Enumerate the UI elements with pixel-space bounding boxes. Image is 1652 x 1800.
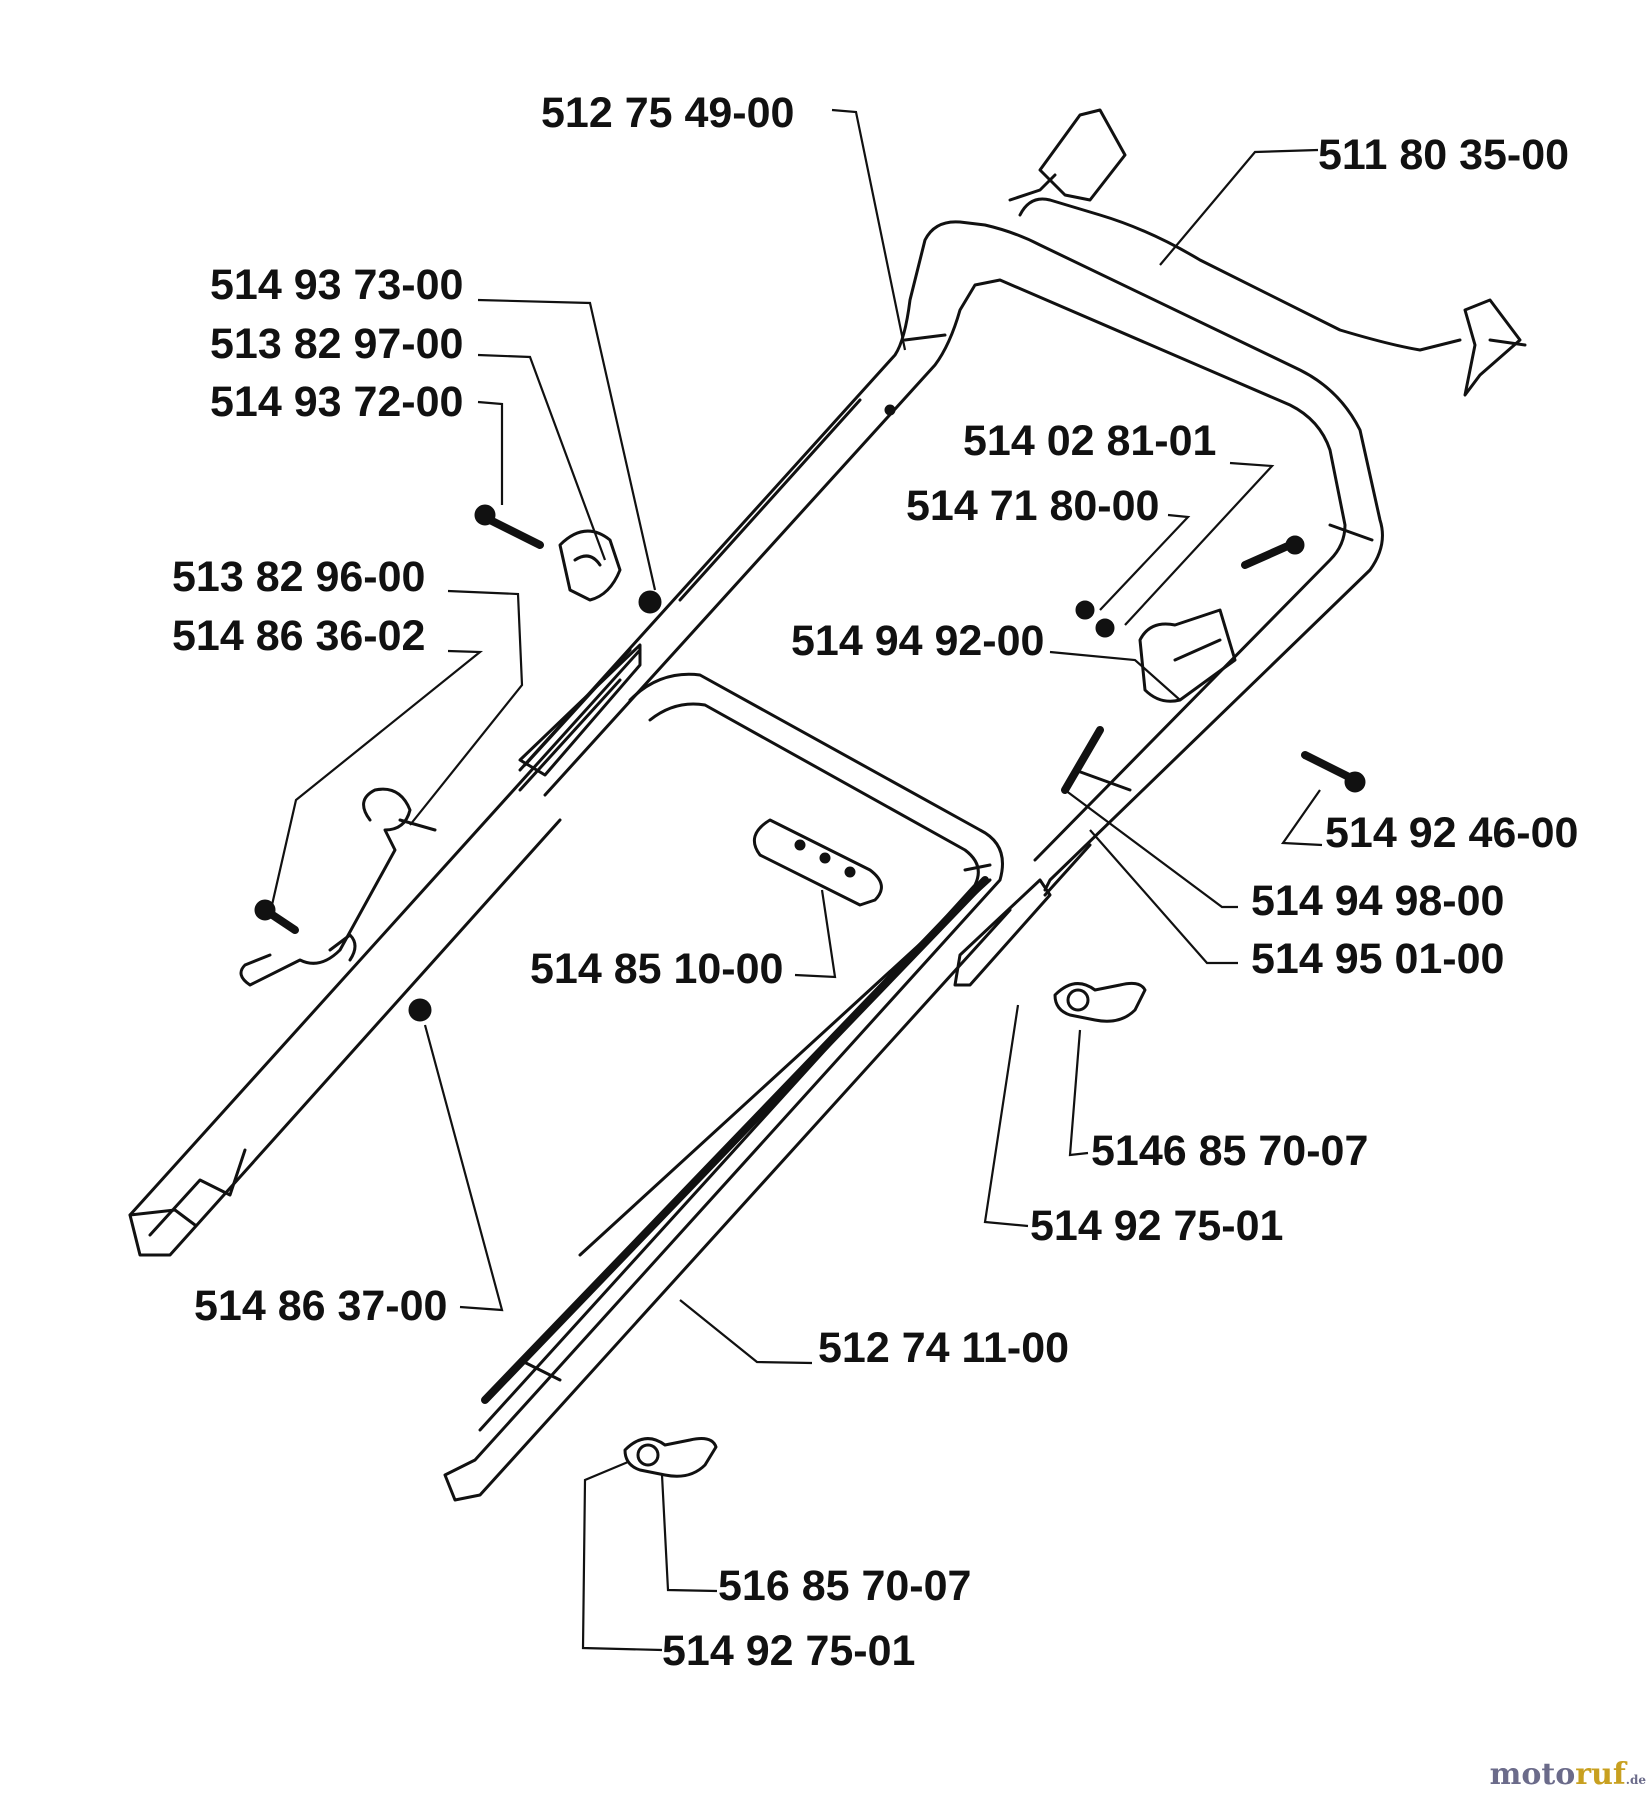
- watermark-logo: motoruf.de: [1490, 1757, 1646, 1792]
- part-label: 514 86 36-02: [172, 612, 426, 660]
- part-label: 5146 85 70-07: [1091, 1127, 1369, 1175]
- wing-nut-right: [1053, 981, 1147, 1023]
- part-label: 514 92 46-00: [1325, 809, 1579, 857]
- part-label: 514 86 37-00: [194, 1282, 448, 1330]
- part-label: 514 02 81-01: [963, 417, 1217, 465]
- right-lever-bracket: [1061, 535, 1366, 794]
- watermark-part2: ruf: [1575, 1757, 1626, 1792]
- part-label: 514 85 10-00: [530, 945, 784, 993]
- upper-handle: [518, 220, 1384, 892]
- watermark-part1: moto: [1489, 1757, 1576, 1792]
- lower-handle-left: [128, 643, 642, 1257]
- part-label: 511 80 35-00: [1318, 131, 1570, 179]
- part-label: 516 85 70-07: [718, 1562, 972, 1610]
- part-label: 514 95 01-00: [1251, 935, 1505, 983]
- cable-assembly: [1008, 108, 1527, 397]
- lower-handle-right: [443, 672, 1092, 1502]
- wing-nut-bottom: [623, 1437, 718, 1478]
- part-label: 512 75 49-00: [541, 89, 795, 137]
- part-label: 514 93 72-00: [210, 378, 464, 426]
- part-label: 514 93 73-00: [210, 261, 464, 309]
- part-label: 513 82 97-00: [210, 320, 464, 368]
- upper-left-fasteners: [474, 504, 662, 614]
- part-label: 514 92 75-01: [1030, 1202, 1284, 1250]
- part-label: 514 94 92-00: [791, 617, 1045, 665]
- leader-lines: [270, 108, 1323, 1652]
- left-clip-and-screw: [239, 787, 437, 1022]
- part-label: 514 71 80-00: [906, 482, 1160, 530]
- watermark-part3: .de: [1625, 1773, 1646, 1787]
- part-label: 514 92 75-01: [662, 1627, 916, 1675]
- part-label: 512 74 11-00: [818, 1324, 1070, 1372]
- part-label: 514 94 98-00: [1251, 877, 1505, 925]
- center-bracket: [752, 818, 883, 907]
- part-label: 513 82 96-00: [172, 553, 426, 601]
